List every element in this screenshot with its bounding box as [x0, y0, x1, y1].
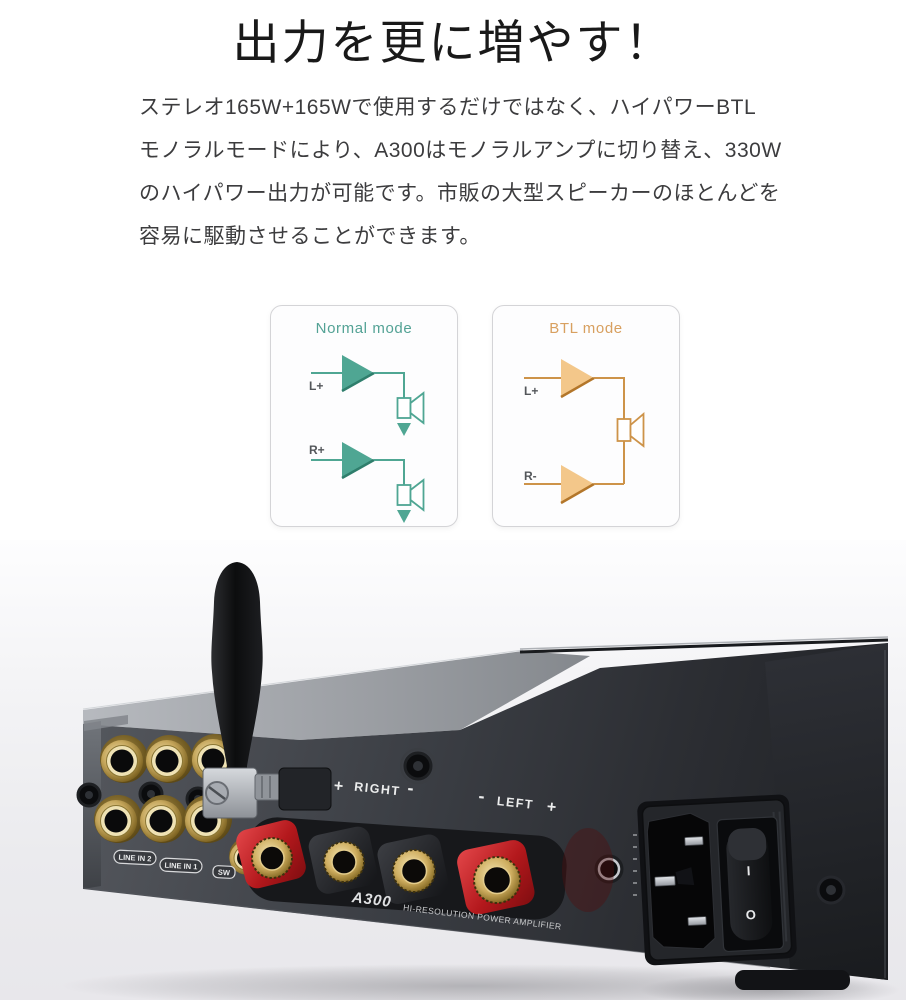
signal-line — [374, 372, 405, 398]
screw-center — [147, 790, 155, 798]
signal-line — [374, 459, 405, 485]
speaker-icon — [396, 484, 412, 506]
arrow-down-icon — [397, 423, 411, 436]
normal-mode-circuit: L+ R+ — [309, 355, 425, 523]
ac-pin-shadow — [675, 867, 695, 886]
btl-mode-title: BTL mode — [549, 320, 623, 337]
amp-triangle-icon — [342, 355, 374, 391]
chassis-lip — [519, 638, 889, 654]
normal-mode-box: L+ R+ Normal mode — [270, 305, 458, 527]
ac-prong — [687, 916, 707, 926]
rca-jack — [100, 735, 148, 783]
trigger-jack — [597, 857, 621, 881]
ac-prong — [654, 875, 676, 887]
trigger-jack-bezel — [594, 854, 624, 884]
input-label: L+ — [309, 379, 323, 393]
input-label: R+ — [309, 443, 325, 457]
description-line: ステレオ165W+165Wで使用するだけではなく、ハイパワーBTL — [139, 96, 757, 119]
antenna-connector-block — [278, 767, 332, 811]
arrow-down-icon — [397, 510, 411, 523]
speaker-terminal-labels: + RIGHT - - LEFT + — [333, 778, 557, 817]
left-minus-label: - — [478, 786, 486, 807]
description-line: 容易に駆動させることができます。 — [139, 225, 481, 248]
amp-triangle-edge — [560, 376, 595, 399]
speaker-binding-posts — [236, 817, 567, 920]
binding-post-black — [308, 826, 378, 894]
speaker-cone-icon — [629, 412, 645, 448]
chassis-foot — [735, 970, 850, 990]
label-outline — [212, 865, 236, 879]
power-module: I O — [637, 794, 797, 966]
right-plus-label: + — [333, 778, 344, 796]
model-name: A300 — [350, 889, 393, 911]
speaker-cone-icon — [409, 391, 425, 425]
amp-triangle-edge — [341, 458, 375, 480]
rating-text-marks — [633, 834, 637, 896]
label-outline — [159, 857, 203, 874]
label-outline — [113, 849, 157, 866]
rocker-top — [728, 828, 767, 861]
page-title: 出力を更に増やす！ — [232, 16, 674, 69]
power-on-marking: I — [746, 863, 750, 878]
rca-jack — [184, 795, 232, 843]
chassis-right-side — [765, 643, 888, 980]
left-label: LEFT — [496, 794, 535, 812]
amp-triangle-edge — [341, 371, 375, 393]
chassis-lip-highlight — [519, 636, 889, 650]
power-off-marking: O — [745, 907, 756, 923]
description-line: モノラルモードにより、A300はモノラルアンプに切り替え、330W — [139, 139, 782, 162]
input-label: L+ — [524, 384, 538, 398]
description: ステレオ165W+165Wで使用するだけではなく、ハイパワーBTL モノラルモー… — [139, 86, 782, 258]
btl-mode-circuit: L+ R- — [524, 359, 645, 505]
description-line: のハイパワー出力が可能です。市販の大型スピーカーのほとんどを — [139, 182, 781, 205]
screw-center — [413, 761, 423, 771]
screw-center — [826, 885, 836, 895]
line-in-2-label: LINE IN 2 — [118, 853, 151, 864]
amp-triangle-icon — [342, 442, 374, 478]
chassis-top-surface — [83, 651, 590, 740]
rca-jack — [94, 795, 142, 843]
rca-jack — [145, 735, 193, 783]
antenna-nut — [254, 773, 282, 801]
chassis-top-edge — [82, 649, 524, 710]
red-reflection — [562, 828, 614, 912]
screw-washer — [400, 748, 436, 784]
sw-label: SW — [218, 868, 231, 878]
rca-jack — [139, 795, 187, 843]
amp-triangle-icon — [561, 465, 594, 503]
screw-slot — [208, 786, 226, 800]
speaker-icon — [616, 418, 632, 442]
right-minus-label: - — [407, 778, 415, 799]
binding-post-red — [457, 840, 535, 915]
amplifier-rear-photo: LINE IN 2 LINE IN 1 SW + RIGHT — [0, 540, 906, 1000]
input-label: R- — [524, 469, 537, 483]
btl-mode-box: L+ R- BTL mode — [492, 305, 680, 527]
input-jack-labels: LINE IN 2 LINE IN 1 SW — [113, 849, 236, 879]
amp-triangle-icon — [561, 359, 594, 397]
binding-post-black — [377, 834, 449, 904]
speaker-icon — [396, 397, 412, 419]
signal-line — [594, 377, 625, 419]
ac-prong — [684, 836, 704, 846]
amplifier-illustration: LINE IN 2 LINE IN 1 SW + RIGHT — [60, 562, 900, 1000]
chassis-corner-notch — [84, 715, 128, 731]
binding-post-red — [236, 820, 306, 889]
bluetooth-antenna — [202, 562, 332, 819]
amp-triangle-edge — [560, 482, 595, 505]
normal-mode-title: Normal mode — [315, 320, 413, 337]
line-in-1-label: LINE IN 1 — [164, 861, 197, 872]
antenna-body — [211, 562, 263, 772]
left-plus-label: + — [546, 799, 557, 817]
screw-center — [85, 791, 93, 799]
right-label: RIGHT — [354, 780, 402, 799]
module-ridge — [778, 811, 788, 942]
speaker-cone-icon — [409, 478, 425, 512]
